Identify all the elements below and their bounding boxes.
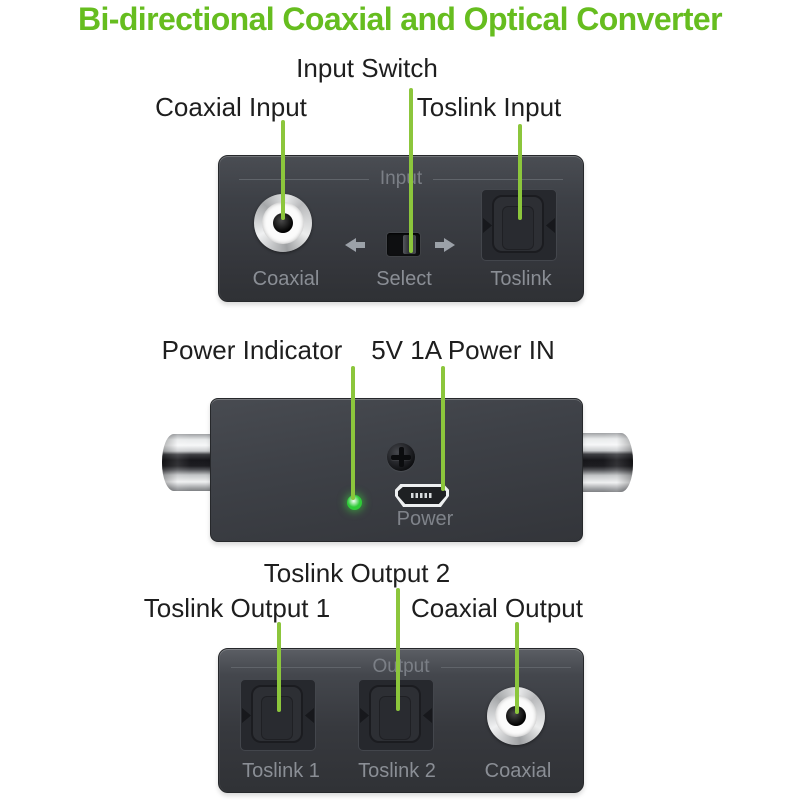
input-header-label: Input: [379, 168, 423, 189]
power-port-label: Power: [396, 508, 454, 530]
select-port-label: Select: [376, 268, 432, 290]
annotation-power-in: 5V 1A Power IN: [371, 335, 555, 365]
input-panel-header: Input: [219, 169, 583, 189]
input-panel: Input Coaxial Select Toslink: [218, 155, 584, 302]
toslink-body: [369, 685, 421, 743]
leader-line-power-in: [441, 366, 445, 491]
coaxial-hole: [273, 213, 293, 233]
coaxial-port-label: Coaxial: [252, 268, 320, 290]
output-header-label: Output: [372, 656, 430, 677]
toslink-output-1-connector: [240, 679, 316, 751]
coaxial-out-port-label: Coaxial: [484, 760, 552, 782]
toslink-clip-right: [546, 218, 555, 233]
arrow-left-icon: [345, 237, 365, 252]
rca-jack-left: [162, 434, 214, 491]
rca-jack-right: [579, 433, 633, 492]
toslink1-port-label: Toslink 1: [242, 760, 320, 782]
toslink-clip-left: [242, 708, 251, 723]
annotation-coaxial-input: Coaxial Input: [155, 92, 307, 122]
micro-usb-inner: [398, 487, 446, 504]
toslink-clip-left: [360, 708, 369, 723]
coaxial-output-connector: [487, 687, 545, 745]
leader-line-toslink-output-1: [277, 622, 281, 712]
header-line-right: [440, 666, 571, 668]
toslink-body: [251, 685, 303, 743]
toslink-clip-right: [423, 708, 432, 723]
annotation-coaxial-output: Coaxial Output: [411, 593, 583, 623]
power-side-panel: Power: [210, 398, 583, 542]
output-panel-header: Output: [219, 657, 583, 677]
leader-line-coaxial-input: [281, 120, 285, 220]
power-led-indicator: [347, 495, 362, 510]
toslink2-port-label: Toslink 2: [358, 760, 436, 782]
toslink-flap: [379, 696, 411, 740]
leader-line-toslink-input: [518, 124, 522, 220]
leader-line-input-switch: [409, 88, 413, 253]
annotation-input-switch: Input Switch: [296, 53, 438, 83]
output-panel: Output Toslink 1 Toslink 2 Coaxial: [218, 648, 584, 793]
coaxial-hole: [506, 706, 526, 726]
toslink-clip-left: [483, 218, 492, 233]
screw-icon: [387, 443, 415, 471]
annotation-toslink-output-2: Toslink Output 2: [263, 558, 451, 588]
annotation-toslink-input: Toslink Input: [416, 92, 562, 122]
input-select-switch: [387, 233, 420, 256]
toslink-clip-right: [305, 708, 314, 723]
header-line-left: [231, 666, 362, 668]
leader-line-toslink-output-2: [396, 588, 400, 711]
annotation-power-indicator: Power Indicator: [161, 335, 343, 365]
leader-line-power-indicator: [351, 366, 355, 500]
page-title: Bi-directional Coaxial and Optical Conve…: [78, 1, 723, 37]
toslink-port-label: Toslink: [490, 268, 552, 290]
micro-usb-pins: [411, 493, 433, 498]
header-line-right: [433, 178, 564, 180]
header-line-left: [238, 178, 369, 180]
leader-line-coaxial-output: [515, 622, 519, 714]
annotation-toslink-output-1: Toslink Output 1: [143, 593, 331, 623]
arrow-right-icon: [435, 237, 455, 252]
micro-usb-port: [395, 484, 449, 507]
